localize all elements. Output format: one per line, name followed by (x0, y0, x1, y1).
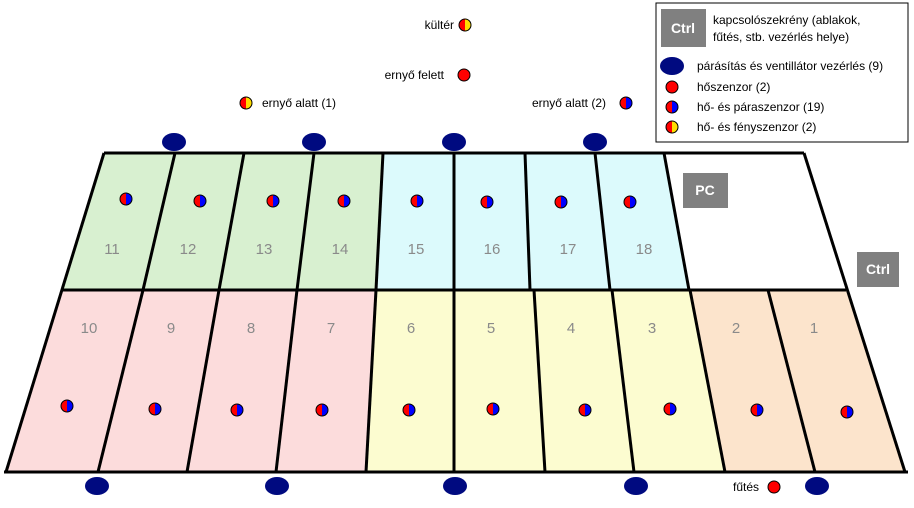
zone-5 (454, 290, 545, 472)
zone-label-16: 16 (484, 241, 501, 258)
vent-control-icon (265, 477, 289, 495)
heat-sensor-icon (767, 480, 781, 494)
zone-7 (276, 290, 376, 472)
legend-heat-light-icon (665, 120, 679, 134)
kulter-label: kültér (425, 18, 454, 32)
zone-15 (376, 153, 454, 290)
zone-label-2: 2 (732, 320, 740, 337)
zone-label-18: 18 (636, 241, 653, 258)
heat-humidity-sensor-icon (230, 403, 244, 417)
zone-9 (98, 290, 219, 472)
zone-label-9: 9 (167, 320, 175, 337)
zone-label-11: 11 (104, 241, 120, 258)
heat-humidity-sensor-icon (554, 195, 568, 209)
zone-11 (63, 153, 175, 290)
legend-ctrl-desc-2: fűtés, stb. vezérlés helye) (713, 30, 849, 44)
legend-vent-icon (660, 57, 684, 75)
heat-humidity-sensor-icon (619, 96, 633, 110)
pc-box-label: PC (695, 182, 714, 198)
vent-control-icon (442, 133, 466, 151)
heat-humidity-sensor-icon (119, 192, 133, 206)
zone-numbers: 11 12 13 14 15 16 17 18 10 9 8 7 6 5 4 3… (81, 241, 819, 337)
legend-ctrl-swatch (661, 9, 706, 47)
ctrl-box: Ctrl (857, 252, 899, 287)
vent-control-icon (624, 477, 648, 495)
heat-humidity-sensor-icon (193, 194, 207, 208)
vent-control-icon (443, 477, 467, 495)
heat-humidity-sensor-icon (623, 195, 637, 209)
erny-alatt-2-label: ernyő alatt (2) (532, 96, 606, 110)
zone-6 (366, 290, 454, 472)
zone-label-3: 3 (648, 320, 656, 337)
ctrl-box-label: Ctrl (866, 261, 890, 277)
zone-8 (187, 290, 297, 472)
zone-label-1: 1 (810, 320, 818, 337)
zone-17 (525, 153, 610, 290)
legend-vent-label: párásítás és ventillátor vezérlés (9) (697, 59, 883, 73)
zone-label-7: 7 (327, 320, 335, 337)
vent-controls (85, 133, 829, 495)
vent-control-icon (162, 133, 186, 151)
zone-18 (595, 153, 689, 290)
legend-heat-humidity-label: hő- és páraszenzor (19) (697, 100, 824, 114)
zone-label-12: 12 (180, 241, 197, 258)
legend-heat-label: hőszenzor (2) (697, 80, 770, 94)
erny-felett-label: ernyő felett (385, 68, 445, 82)
zone-3 (612, 290, 725, 472)
zone-label-5: 5 (487, 320, 495, 337)
heat-humidity-sensor-icon (148, 402, 162, 416)
legend: Ctrl kapcsolószekrény (ablakok, fűtés, s… (655, 2, 909, 143)
zone-label-13: 13 (256, 241, 273, 258)
legend-ctrl-desc-1: kapcsolószekrény (ablakok, (713, 13, 860, 27)
heat-humidity-sensor-icon (750, 403, 764, 417)
heat-humidity-sensor-icon (578, 403, 592, 417)
zone-4 (534, 290, 634, 472)
legend-heat-light-label: hő- és fényszenzor (2) (697, 120, 816, 134)
vent-control-icon (302, 133, 326, 151)
pc-box: PC (683, 173, 728, 208)
heat-humidity-sensor-icon (266, 194, 280, 208)
heat-humidity-sensor-icon (402, 403, 416, 417)
zone-label-6: 6 (407, 320, 415, 337)
zone-label-14: 14 (332, 241, 349, 258)
erny-alatt-1-label: ernyő alatt (1) (262, 96, 336, 110)
heat-humidity-sensor-icon (60, 399, 74, 413)
vent-control-icon (805, 477, 829, 495)
heat-humidity-sensor-icon (410, 194, 424, 208)
zone-label-17: 17 (560, 241, 577, 258)
heat-sensor-icon (457, 68, 471, 82)
vent-control-icon (583, 133, 607, 151)
zone-label-10: 10 (81, 320, 98, 337)
legend-ctrl-swatch-label: Ctrl (671, 20, 695, 36)
heat-humidity-sensor-icon (337, 194, 351, 208)
zone-label-4: 4 (567, 320, 575, 337)
vent-control-icon (85, 477, 109, 495)
zone-label-8: 8 (247, 320, 255, 337)
futes-label: fűtés (733, 480, 759, 494)
zone-14 (297, 153, 383, 290)
zone-16 (454, 153, 530, 290)
sensor-annotations: kültér ernyő felett ernyő alatt (1) erny… (239, 18, 781, 494)
humidity-sensors (60, 96, 854, 419)
legend-heat-icon (665, 80, 679, 94)
heat-humidity-sensor-icon (840, 405, 854, 419)
zone-13 (219, 153, 314, 290)
zone-2 (690, 290, 815, 472)
heat-light-sensor-icon (458, 18, 472, 32)
heat-humidity-sensor-icon (663, 402, 677, 416)
heat-humidity-sensor-icon (315, 403, 329, 417)
heat-light-sensor-icon (239, 96, 253, 110)
legend-heat-humidity-icon (665, 100, 679, 114)
bottom-row-zones (6, 290, 905, 472)
zone-outlines (4, 151, 908, 474)
heat-humidity-sensor-icon (480, 195, 494, 209)
zone-1 (768, 290, 905, 472)
zone-label-15: 15 (408, 241, 425, 258)
heat-humidity-sensor-icon (486, 402, 500, 416)
